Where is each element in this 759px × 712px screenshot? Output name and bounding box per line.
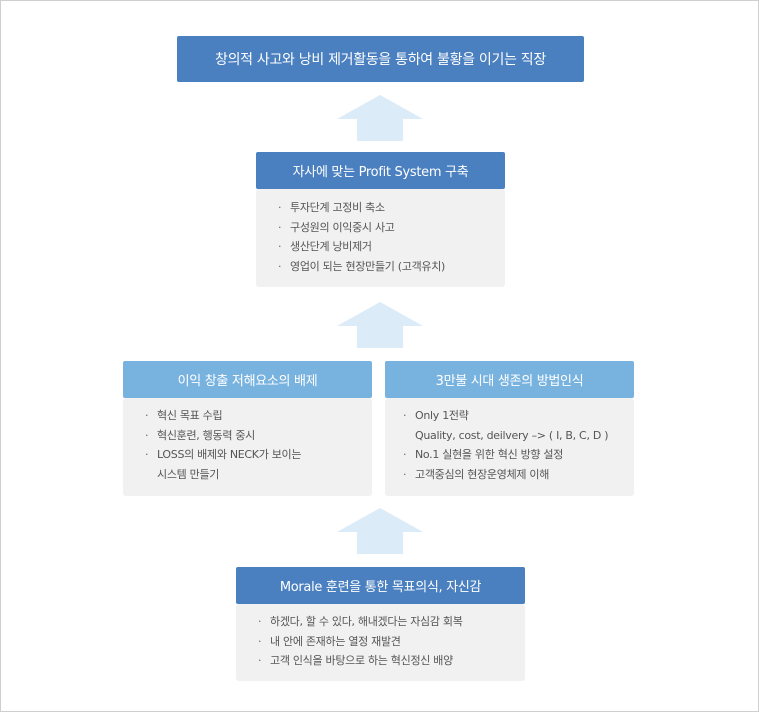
up-arrow-2 (337, 302, 423, 348)
up-arrow-3 (337, 508, 423, 554)
list-item: 생산단계 낭비제거 (276, 237, 505, 257)
profit-system-list: 투자단계 고정비 축소 구성원의 이익중시 사고 생산단계 낭비제거 영업이 되… (256, 189, 505, 287)
list-item: 하겠다, 할 수 있다, 해내겠다는 자심감 회복 (256, 612, 525, 632)
up-arrow-1 (337, 95, 423, 141)
morale-header: Morale 훈련을 통한 목표의식, 자신감 (236, 567, 525, 604)
list-item: 투자단계 고정비 축소 (276, 198, 505, 218)
profit-system-header: 자사에 맞는 Profit System 구축 (256, 152, 505, 189)
list-item: No.1 실현을 위한 혁신 방향 설정 (401, 445, 634, 465)
list-item: 혁신 목표 수립 (143, 406, 372, 426)
survival-header: 3만불 시대 생존의 방법인식 (385, 361, 634, 398)
goal-text: 창의적 사고와 낭비 제거활동을 통하여 불황을 이기는 직장 (215, 52, 546, 68)
list-item: 고객중심의 현장운영체제 이해 (401, 465, 634, 485)
list-item: Only 1전략 (401, 406, 634, 426)
obstacles-list: 혁신 목표 수립 혁신훈련, 행동력 중시 LOSS의 배제와 NECK가 보이… (123, 398, 372, 496)
list-item: 내 안에 존재하는 열정 재발견 (256, 632, 525, 652)
list-item: 고객 인식을 바탕으로 하는 혁신정신 배양 (256, 651, 525, 671)
list-item: 영업이 되는 현장만들기 (고객유치) (276, 257, 505, 277)
survival-title: 3만불 시대 생존의 방법인식 (435, 374, 584, 389)
goal-box: 창의적 사고와 낭비 제거활동을 통하여 불황을 이기는 직장 (177, 36, 584, 82)
list-item: 시스템 만들기 (157, 467, 220, 481)
morale-title: Morale 훈련을 통한 목표의식, 자신감 (279, 580, 482, 595)
profit-system-title: 자사에 맞는 Profit System 구축 (292, 165, 469, 180)
obstacles-header: 이익 창출 저해요소의 배제 (123, 361, 372, 398)
list-item: Quality, cost, deilvery –> ( I, B, C, D … (415, 428, 609, 442)
list-item: LOSS의 배제와 NECK가 보이는 (143, 445, 372, 465)
list-item: 혁신훈련, 행동력 중시 (143, 426, 372, 446)
obstacles-title: 이익 창출 저해요소의 배제 (177, 374, 318, 389)
survival-list: Only 1전략 Quality, cost, deilvery –> ( I,… (385, 398, 634, 496)
list-item: 구성원의 이익중시 사고 (276, 218, 505, 238)
morale-list: 하겠다, 할 수 있다, 해내겠다는 자심감 회복 내 안에 존재하는 열정 재… (236, 604, 525, 681)
